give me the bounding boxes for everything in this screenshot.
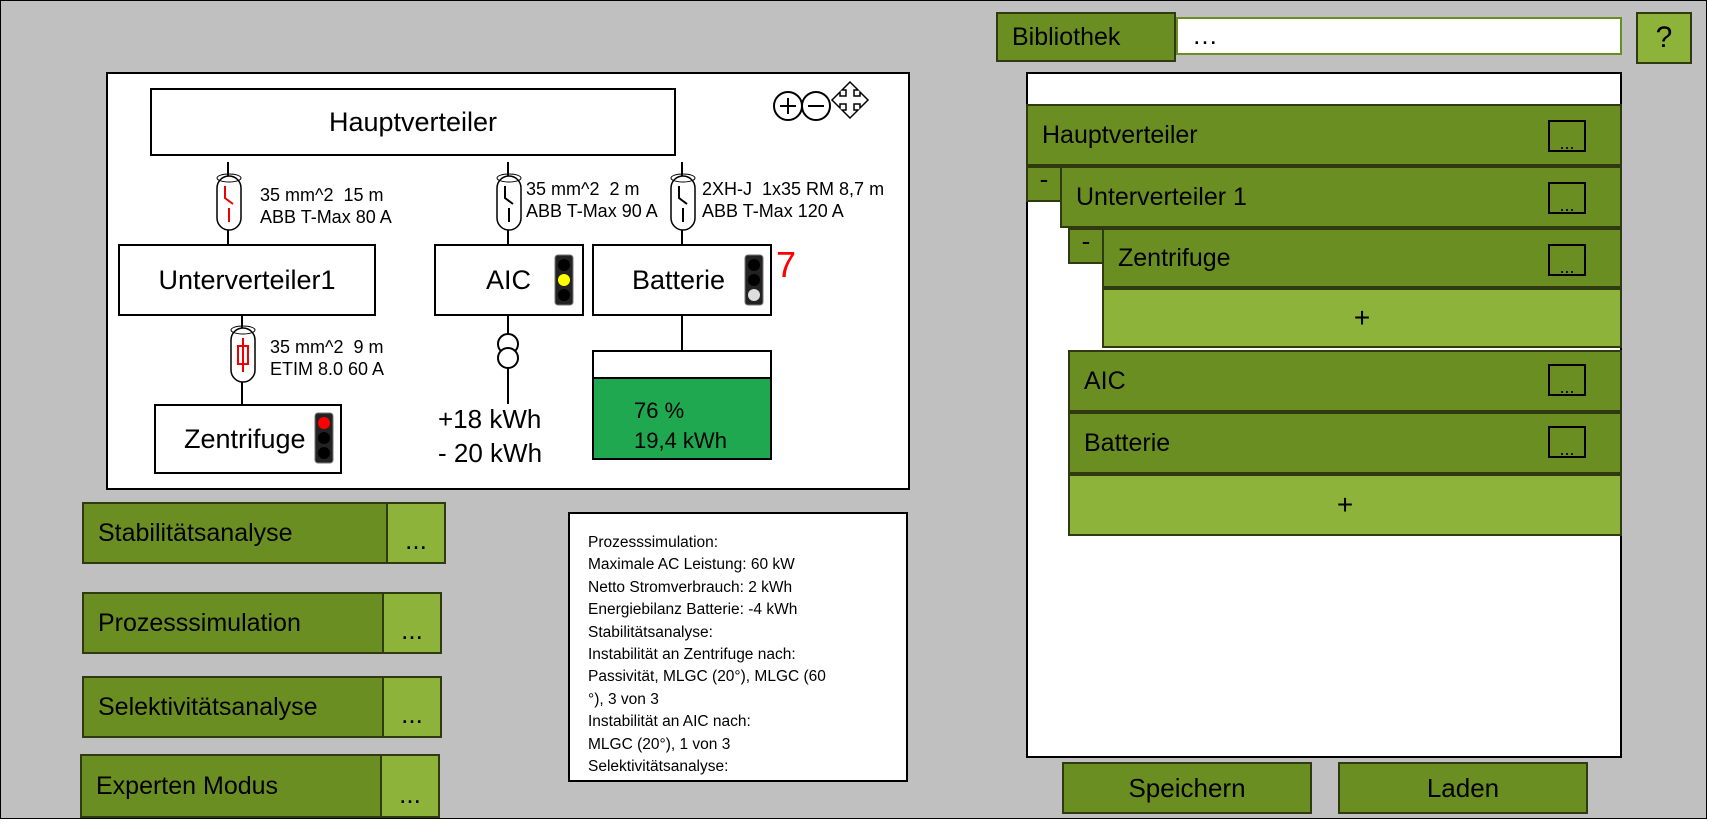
- cable-label-battery: 2XH-J 1x35 RM 8,7 m ABB T-Max 120 A: [702, 179, 885, 221]
- expert-mode-button[interactable]: Experten Modus: [80, 754, 382, 818]
- zoom-out-icon[interactable]: [801, 91, 831, 121]
- process-simulation-options-button[interactable]: ...: [382, 592, 442, 654]
- tree-row-label: Hauptverteiler: [1042, 120, 1198, 149]
- save-button[interactable]: Speichern: [1062, 762, 1312, 814]
- wiring-lines: [216, 162, 696, 404]
- stability-analysis-button[interactable]: Stabilitätsanalyse: [82, 502, 388, 564]
- results-line: °), 3 von 3: [588, 690, 659, 708]
- library-search-input[interactable]: …: [1176, 17, 1622, 55]
- library-search-value: …: [1192, 20, 1218, 50]
- selectivity-analysis-button[interactable]: Selektivitätsanalyse: [82, 676, 384, 738]
- expert-mode-options-button[interactable]: ...: [380, 754, 440, 818]
- tree-row-unterverteiler[interactable]: Unterverteiler 1: [1060, 166, 1622, 228]
- tree-row-hauptverteiler[interactable]: Hauptverteiler: [1026, 104, 1622, 166]
- battery-energy: 19,4 kWh: [634, 428, 727, 453]
- batterie-dots-button[interactable]: ...: [1548, 426, 1586, 458]
- battery-node[interactable]: Batterie: [592, 244, 772, 316]
- tree-row-label: AIC: [1084, 366, 1126, 395]
- help-label: ?: [1655, 21, 1673, 54]
- sub-distributor-node[interactable]: Unterverteiler1: [118, 244, 376, 316]
- fuse-red-icon: [237, 338, 249, 372]
- stability-analysis-options-button[interactable]: ...: [386, 502, 446, 564]
- battery-alert-count: 7: [776, 244, 797, 285]
- breaker-red-icon: [224, 186, 234, 222]
- results-line: Netto Stromverbrauch: 2 kWh: [588, 578, 793, 596]
- load-button[interactable]: Laden: [1338, 762, 1588, 814]
- cable-icon: [216, 175, 696, 383]
- results-line: Stabilitätsanalyse:: [588, 623, 713, 641]
- library-label: Bibliothek: [1012, 22, 1121, 51]
- collapse-toggle-unterverteiler[interactable]: -: [1026, 166, 1062, 202]
- tree-row-batterie[interactable]: Batterie: [1068, 412, 1622, 474]
- cable-label-aic: 35 mm^2 2 m ABB T-Max 90 A: [526, 179, 658, 221]
- zentrifuge-dots-button[interactable]: ...: [1548, 244, 1586, 276]
- battery-percent: 76 %: [634, 398, 685, 423]
- transformer-icon: [497, 333, 519, 369]
- energy-in-value: +18 kWh: [438, 404, 542, 434]
- results-line: Instabilität an AIC nach:: [588, 713, 751, 731]
- results-line: MLGC (20°), 1 von 3: [588, 735, 731, 753]
- main-distributor-node[interactable]: Hauptverteiler: [150, 88, 676, 156]
- collapse-toggle-zentrifuge[interactable]: -: [1068, 228, 1104, 264]
- tree-row-zentrifuge[interactable]: Zentrifuge: [1102, 228, 1622, 288]
- energy-out-value: - 20 kWh: [438, 438, 543, 468]
- tree-row-aic[interactable]: AIC: [1068, 350, 1622, 412]
- library-button[interactable]: Bibliothek: [996, 12, 1176, 62]
- tree-row-label: Batterie: [1084, 428, 1171, 457]
- battery-gauge-fill: [594, 377, 770, 458]
- traffic-light-yellow-icon: [554, 254, 574, 306]
- results-line: Energiebilanz Batterie: -4 kWh: [588, 601, 798, 619]
- cable-label-sub1: 35 mm^2 15 m ABB T-Max 80 A: [260, 185, 392, 227]
- results-line: Instabilität an Zentrifuge nach:: [588, 646, 796, 664]
- unterverteiler-dots-button[interactable]: ...: [1548, 182, 1586, 214]
- add-child-button-inner[interactable]: +: [1102, 288, 1622, 348]
- battery-gauge: 76 % 19,4 kWh: [592, 350, 772, 460]
- results-panel: Prozesssimulation: Maximale AC Leistung:…: [568, 512, 908, 782]
- add-child-button-outer[interactable]: +: [1068, 474, 1622, 536]
- breaker-black-icon: [678, 186, 688, 222]
- results-line: Selektivitätsanalyse:: [588, 758, 729, 776]
- breaker-black-icon: [504, 186, 514, 222]
- results-line: Passivität, MLGC (20°), MLGC (60: [588, 668, 826, 686]
- hauptverteiler-dots-button[interactable]: ...: [1548, 120, 1586, 152]
- traffic-light-off-icon: [744, 254, 764, 306]
- cable-label-centrifuge: 35 mm^2 9 m ETIM 8.0 60 A: [270, 337, 385, 379]
- tree-row-label: Unterverteiler 1: [1076, 182, 1247, 211]
- zoom-controls: [773, 80, 870, 121]
- results-line: Maximale AC Leistung: 60 kW: [588, 556, 795, 574]
- process-simulation-button[interactable]: Prozesssimulation: [82, 592, 384, 654]
- results-line: Prozesssimulation:: [588, 534, 719, 551]
- traffic-light-red-icon: [314, 412, 334, 464]
- diagram-canvas[interactable]: Hauptverteiler 35 mm^2 15 m ABB T-Max 80…: [106, 72, 910, 490]
- help-button[interactable]: ?: [1636, 12, 1692, 64]
- selectivity-analysis-options-button[interactable]: ...: [382, 676, 442, 738]
- zoom-in-icon[interactable]: [773, 91, 803, 121]
- tree-row-label: Zentrifuge: [1118, 243, 1231, 272]
- pan-arrows-icon[interactable]: [830, 80, 870, 120]
- centrifuge-node[interactable]: Zentrifuge: [154, 404, 342, 474]
- aic-dots-button[interactable]: ...: [1548, 364, 1586, 396]
